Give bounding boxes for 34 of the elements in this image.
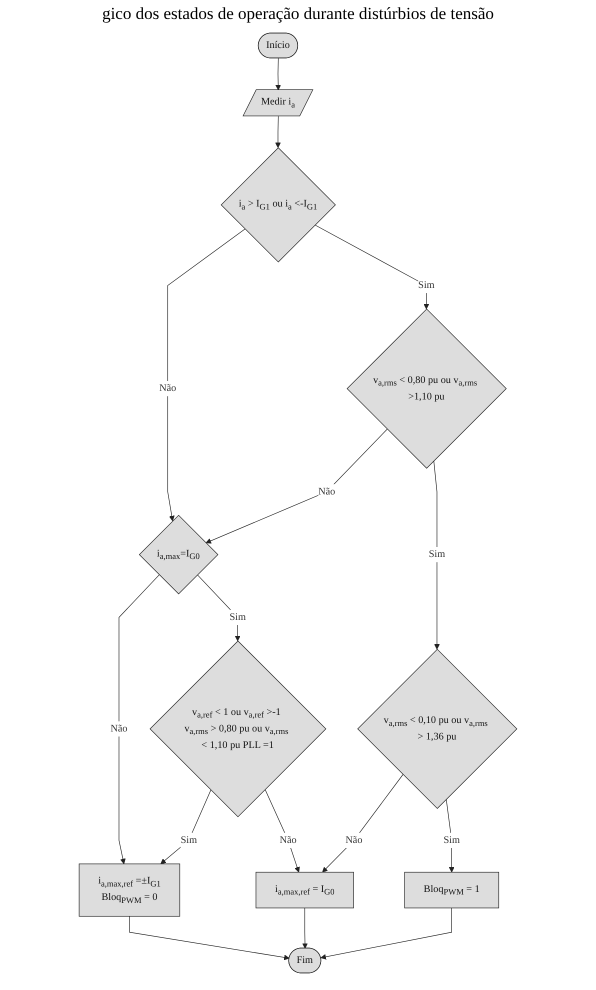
- arrow: [167, 228, 246, 522]
- edge-label: Sim: [229, 612, 246, 623]
- arrow: [264, 789, 300, 872]
- arrow: [302, 908, 308, 949]
- arrow: [320, 908, 452, 960]
- node-box: i$_{a,max,ref}$ = I$_{G0}$: [256, 872, 354, 908]
- arrow: [446, 798, 454, 872]
- edge-label: Sim: [180, 834, 197, 846]
- node-diamond: i$_{a}$ > I$_{G1}$ ou i$_{a}$ <-I$_{G1}$: [220, 147, 336, 262]
- edge-label: Sim: [428, 548, 446, 560]
- edge-label: Sim: [443, 834, 460, 846]
- edge-label: Não: [280, 834, 297, 846]
- arrow: [314, 224, 430, 310]
- edge-label: Não: [318, 486, 336, 497]
- diagram-title: gico dos estados de operação durante distúrbios de tensão: [101, 3, 495, 25]
- arrow: [433, 460, 440, 650]
- arrow: [206, 428, 388, 544]
- arrow: [197, 574, 240, 642]
- node-box: i$_{a,max,ref}$ =±I$_{G1}$ Bloq$_{PWM}$ = 0: [78, 864, 180, 917]
- edge-label: Não: [345, 834, 362, 846]
- edge-label: Não: [110, 723, 128, 734]
- edge-label: Sim: [418, 280, 435, 291]
- node-diamond: i$_{a,max}$=I$_{G0}$: [138, 514, 218, 594]
- node-box: Bloq$_{PWM}$ = 1: [404, 872, 500, 908]
- arrow: [275, 58, 281, 90]
- arrow: [118, 574, 160, 864]
- arrow: [160, 790, 212, 864]
- edge-label: Não: [159, 382, 176, 394]
- arrow: [275, 116, 281, 148]
- node-diamond: v$_{a,ref}$ < 1 ou v$_{a,ref}$ >-1 v$_{a,rms}$ > 0,80 pu ou v$_{a,rms}$ < 1,10 pu PLL =1: [150, 640, 326, 818]
- arrow: [129, 916, 290, 960]
- node-diamond: v$_{a,rms}$ < 0,10 pu ou v$_{a,rms}$ > 1,36 pu: [357, 648, 518, 809]
- arrow: [322, 774, 404, 872]
- node-diamond: v$_{a,rms}$ < 0,80 pu ou v$_{a,rms}$ >1,10 pu: [346, 308, 507, 469]
